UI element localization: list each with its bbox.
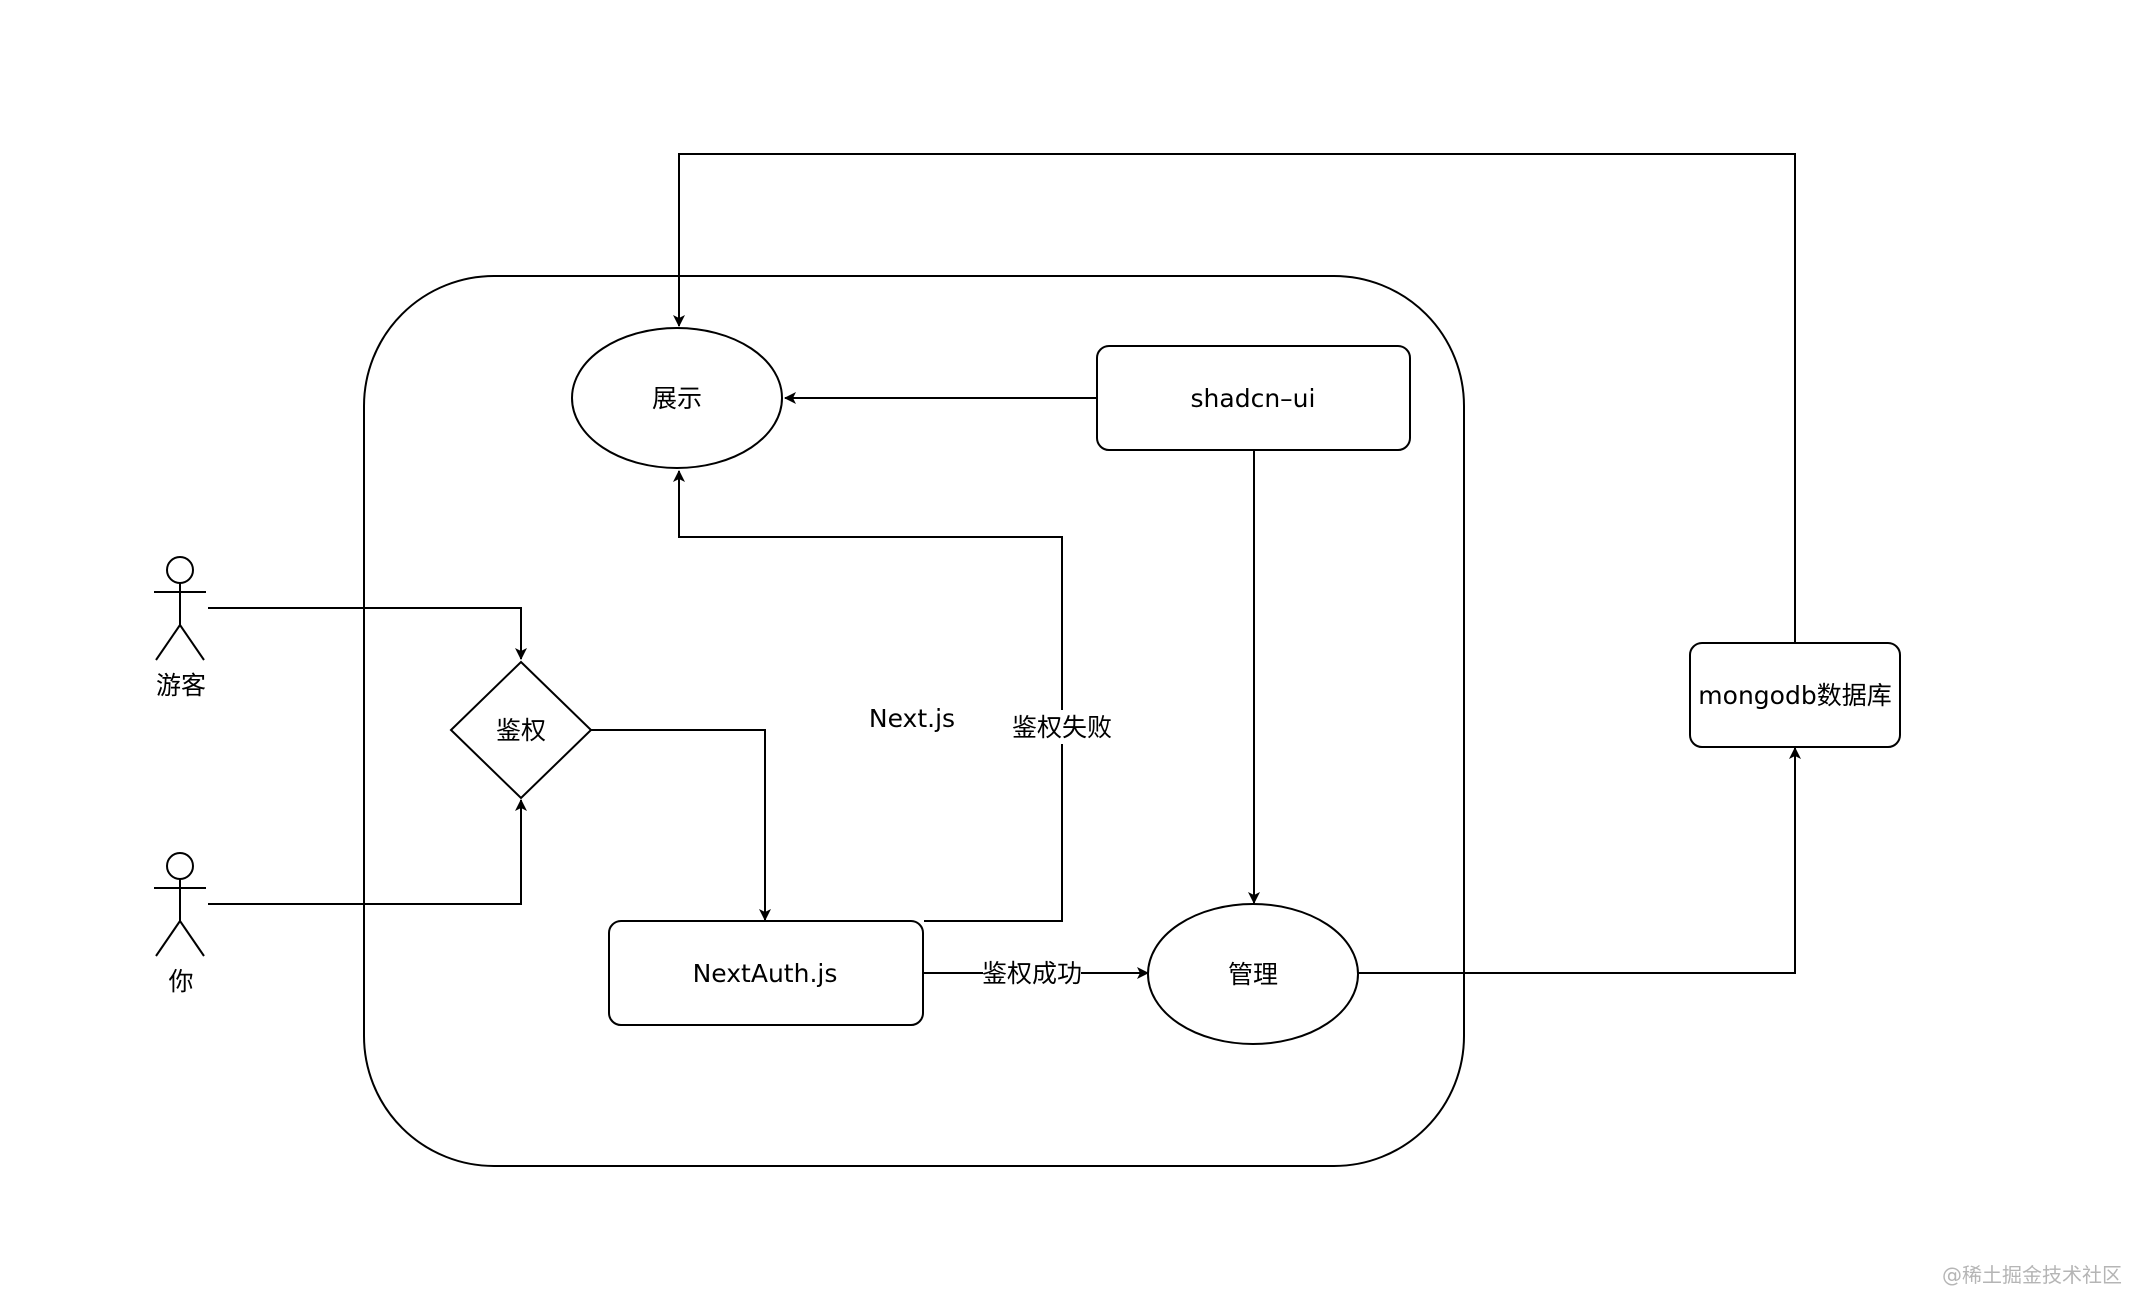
- actor-guest-label: 游客: [156, 671, 206, 700]
- node-nextauth-label: NextAuth.js: [693, 959, 838, 988]
- node-display-label: 展示: [652, 384, 702, 413]
- node-auth-check: 鉴权: [449, 660, 593, 800]
- stick-figure-icon: [154, 556, 206, 661]
- edge-auth-to-nextauth: [591, 729, 771, 921]
- edges: [208, 153, 1801, 979]
- node-shadcn-ui-label: shadcn–ui: [1191, 384, 1316, 413]
- node-mongodb-label: mongodb数据库: [1698, 681, 1891, 710]
- actor-you: 你: [154, 852, 206, 996]
- node-manage: 管理: [1147, 903, 1359, 1045]
- stick-figure-icon: [154, 852, 206, 957]
- node-manage-label: 管理: [1228, 960, 1278, 989]
- edge-labels: 鉴权失败 鉴权成功: [982, 710, 1112, 990]
- edge-auth-fail: [673, 470, 1063, 922]
- node-nextauth: NextAuth.js: [608, 920, 924, 1026]
- node-auth-check-label: 鉴权: [496, 716, 546, 745]
- node-mongodb: mongodb数据库: [1689, 642, 1901, 748]
- actor-you-label: 你: [168, 967, 193, 996]
- edge-label-auth-success: 鉴权成功: [982, 959, 1082, 988]
- edge-mongodb-to-display: [673, 153, 1796, 642]
- edge-manage-to-mongodb: [1358, 747, 1801, 974]
- edge-you-to-auth: [208, 799, 527, 905]
- actor-guest: 游客: [154, 556, 206, 700]
- nextjs-container: Next.js: [363, 275, 1465, 1167]
- watermark: @稀土掘金技术社区: [1942, 1263, 2122, 1287]
- node-display: 展示: [571, 327, 783, 469]
- nextjs-label: Next.js: [869, 704, 955, 733]
- node-shadcn-ui: shadcn–ui: [1096, 345, 1411, 451]
- edge-label-auth-fail: 鉴权失败: [1012, 713, 1112, 742]
- edge-guest-to-auth: [208, 607, 527, 660]
